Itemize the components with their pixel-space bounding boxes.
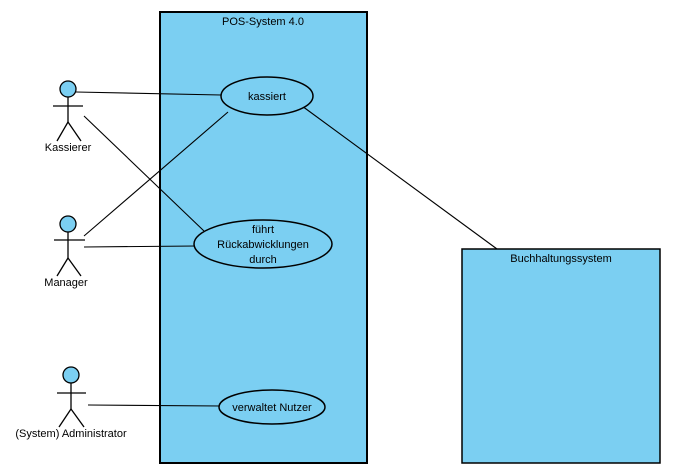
actor-manager-right-leg <box>67 257 82 277</box>
actor-administrator-label: (System) Administrator <box>15 428 127 440</box>
actor-kassierer[interactable]: Kassierer <box>45 80 92 154</box>
usecase-verwaltet-nutzer-label: verwaltet Nutzer <box>232 402 312 414</box>
buchhaltungssystem-rect[interactable] <box>461 248 661 464</box>
actor-kassierer-right-leg <box>67 121 82 142</box>
association-kassiert-buchhaltungssystem[interactable] <box>301 105 498 250</box>
usecase-rueckabwicklung[interactable]: führt Rückabwicklungen durch <box>193 219 333 269</box>
actor-kassierer-head-icon <box>59 80 77 98</box>
association-manager-kassiert[interactable] <box>83 111 229 237</box>
usecase-rueckabwicklung-label-line3: durch <box>249 254 277 266</box>
actor-manager-left-leg <box>56 257 69 277</box>
buchhaltungssystem-title: Buchhaltungssystem <box>510 253 612 265</box>
actor-administrator-left-leg <box>58 408 72 428</box>
actor-administrator[interactable]: (System) Administrator <box>15 366 127 440</box>
usecase-verwaltet-nutzer-ellipse[interactable] <box>218 389 326 425</box>
external-system-buchhaltung: Buchhaltungssystem <box>461 248 661 464</box>
association-kassierer-kassiert[interactable] <box>75 91 222 96</box>
actor-manager-head-icon <box>59 215 77 233</box>
pos-system-title: POS-System 4.0 <box>222 16 304 28</box>
actor-administrator-head-icon <box>62 366 80 384</box>
actor-kassierer-left-leg <box>56 121 69 142</box>
usecase-rueckabwicklung-label-line2: Rückabwicklungen <box>217 239 309 251</box>
association-manager-rueckabwicklung[interactable] <box>83 245 197 248</box>
usecase-kassiert-label: kassiert <box>248 91 286 103</box>
actor-manager-label: Manager <box>44 277 88 289</box>
usecase-rueckabwicklung-label-line1: führt <box>252 224 274 236</box>
usecase-verwaltet-nutzer[interactable]: verwaltet Nutzer <box>218 389 326 425</box>
actor-manager[interactable]: Manager <box>44 215 88 289</box>
actor-kassierer-label: Kassierer <box>45 142 92 154</box>
usecase-rueckabwicklung-ellipse[interactable] <box>193 219 333 269</box>
actor-administrator-right-leg <box>70 408 85 428</box>
usecase-kassiert[interactable]: kassiert <box>220 76 314 116</box>
usecase-kassiert-ellipse[interactable] <box>220 76 314 116</box>
association-kassierer-rueckabwicklung[interactable] <box>83 115 205 232</box>
association-administrator-verwaltet-nutzer[interactable] <box>87 404 222 407</box>
